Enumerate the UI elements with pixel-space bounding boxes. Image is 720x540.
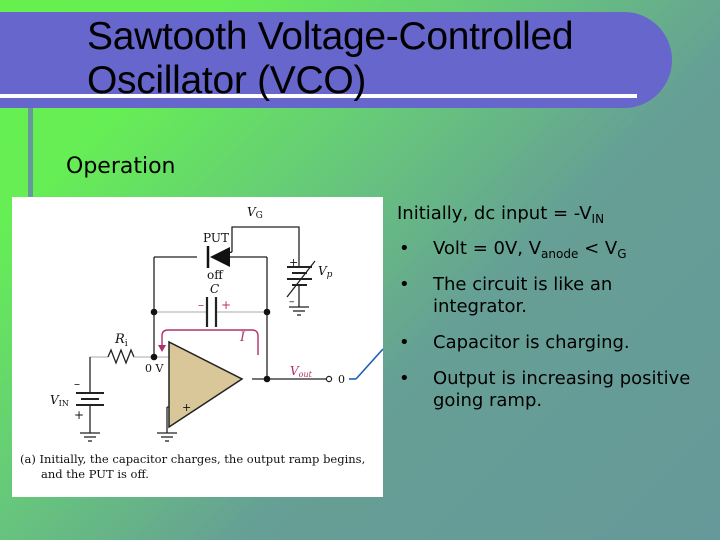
svg-text:PUT: PUT bbox=[203, 231, 229, 245]
title-line-1: Sawtooth Voltage-Controlled bbox=[87, 15, 574, 58]
svg-text:Vp: Vp bbox=[318, 264, 333, 280]
svg-text:off: off bbox=[207, 268, 224, 282]
title-line-2: Oscillator (VCO) bbox=[87, 59, 367, 102]
slide-content: Initially, dc input = -VIN •Volt = 0V, V… bbox=[397, 200, 707, 426]
bullet-icon: • bbox=[399, 332, 410, 353]
svg-text:–: – bbox=[74, 377, 80, 391]
caption-line-2: and the PUT is off. bbox=[41, 467, 149, 481]
decorative-vertical-line bbox=[28, 108, 33, 198]
bullet-icon: • bbox=[399, 368, 410, 389]
svg-text:0 V: 0 V bbox=[145, 362, 164, 375]
svg-text:–: – bbox=[289, 295, 295, 308]
svg-text:+: + bbox=[221, 298, 231, 312]
svg-text:+: + bbox=[182, 401, 191, 414]
put-diode-icon bbox=[210, 247, 230, 267]
svg-text:–: – bbox=[198, 298, 204, 312]
bullet-item: •Capacitor is charging. bbox=[399, 332, 630, 353]
caption-line-1: (a) Initially, the capacitor charges, th… bbox=[20, 452, 366, 466]
svg-text:Ri: Ri bbox=[114, 332, 128, 349]
bullet-icon: • bbox=[399, 238, 410, 259]
svg-text:+: + bbox=[74, 408, 84, 422]
bullet-item: •The circuit is like an integrator. bbox=[399, 274, 613, 317]
figure-caption: (a) Initially, the capacitor charges, th… bbox=[20, 452, 380, 482]
bullet-item: •Volt = 0V, Vanode < VG bbox=[399, 238, 627, 261]
opamp-icon bbox=[168, 340, 244, 429]
bullet-item: •Output is increasing positive going ram… bbox=[399, 368, 691, 411]
svg-text:I: I bbox=[239, 330, 246, 345]
bullet-icon: • bbox=[399, 274, 410, 295]
svg-text:+: + bbox=[289, 256, 298, 269]
lead-text: Initially, dc input = -VIN bbox=[397, 203, 605, 226]
circuit-figure: VG PUT off C – + Vp + – Ri I 0 V Vout 0 … bbox=[12, 197, 383, 497]
title-underline bbox=[0, 94, 637, 98]
slide-title: Sawtooth Voltage-Controlled Oscillator (… bbox=[87, 15, 647, 103]
title-banner bbox=[0, 12, 672, 108]
svg-text:VIN: VIN bbox=[50, 393, 69, 408]
vco-circuit-diagram: VG PUT off C – + Vp + – Ri I 0 V Vout 0 … bbox=[50, 205, 383, 442]
bullet-list: •Volt = 0V, Vanode < VG •The circuit is … bbox=[397, 238, 707, 412]
svg-text:0: 0 bbox=[338, 373, 345, 386]
svg-text:Vout: Vout bbox=[290, 364, 313, 379]
svg-text:C: C bbox=[210, 282, 219, 296]
slide-subtitle: Operation bbox=[66, 154, 176, 179]
svg-text:VG: VG bbox=[247, 205, 263, 221]
